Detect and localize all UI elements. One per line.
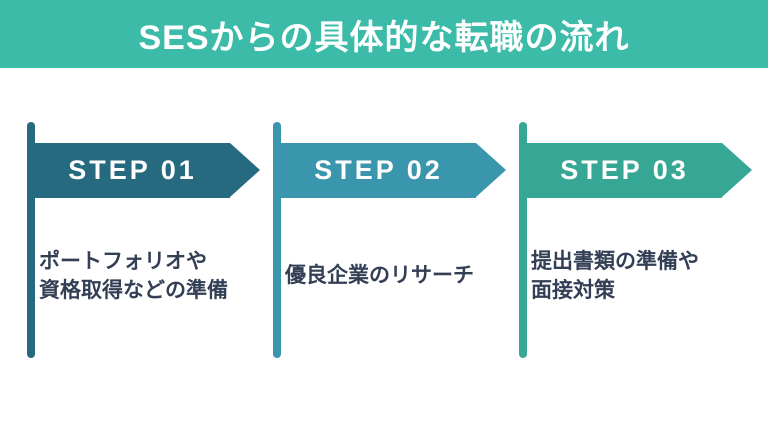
header-banner: SESからの具体的な転職の流れ <box>0 0 768 68</box>
step-1-banner: STEP 01 <box>27 143 230 198</box>
step-1-description: ポートフォリオや 資格取得などの準備 <box>39 249 228 302</box>
step-2-flag-pole <box>273 122 281 358</box>
step-3-arrow-icon <box>722 143 752 197</box>
step-1-arrow-icon <box>230 143 260 197</box>
step-3-description: 提出書類の準備や 面接対策 <box>531 249 699 302</box>
step-3-label: STEP 03 <box>560 155 689 185</box>
step-2-arrow-icon <box>476 143 506 197</box>
step-1-label: STEP 01 <box>68 155 197 185</box>
step-3-description-zone: 提出書類の準備や 面接対策 <box>531 220 759 332</box>
step-3-flag-pole <box>519 122 527 358</box>
step-column-2: STEP 02 優良企業のリサーチ <box>273 0 519 432</box>
step-column-3: STEP 03 提出書類の準備や 面接対策 <box>519 0 765 432</box>
step-1-description-zone: ポートフォリオや 資格取得などの準備 <box>39 220 267 332</box>
step-1-flag-pole <box>27 122 35 358</box>
page-title: SESからの具体的な転職の流れ <box>138 18 630 57</box>
step-column-1: STEP 01 ポートフォリオや 資格取得などの準備 <box>27 0 273 432</box>
step-2-description: 優良企業のリサーチ <box>285 264 474 288</box>
step-2-label: STEP 02 <box>314 155 443 185</box>
step-2-description-zone: 優良企業のリサーチ <box>285 220 513 332</box>
step-2-banner: STEP 02 <box>273 143 476 198</box>
step-3-banner: STEP 03 <box>519 143 722 198</box>
